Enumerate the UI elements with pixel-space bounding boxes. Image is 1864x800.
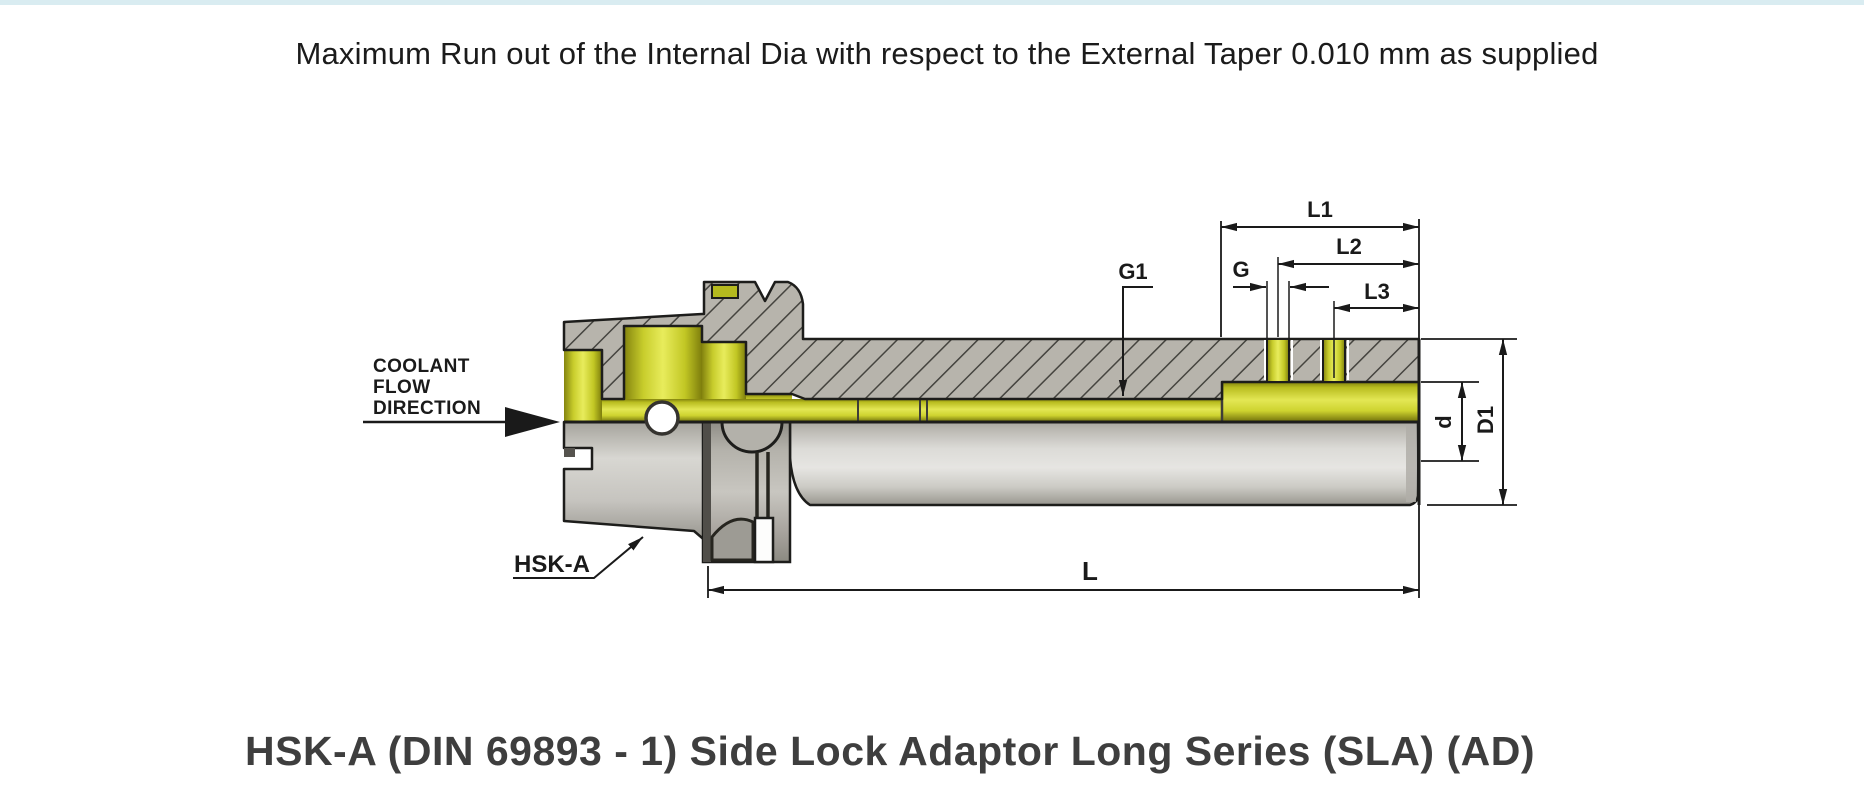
product-title: HSK-A (DIN 69893 - 1) Side Lock Adaptor …: [244, 728, 1535, 774]
top-accent-bar: [0, 0, 1864, 5]
adaptor-body-exterior: [788, 420, 1420, 507]
shank-leader-line: [513, 536, 644, 579]
coolant-port-plug: [711, 284, 739, 299]
coolant-flow-line1: COOLANT: [373, 356, 470, 377]
exterior-lower-half: [562, 420, 1420, 564]
coolant-tube: [602, 399, 1222, 422]
coolant-flow-line2: FLOW: [373, 377, 431, 398]
hsk-shank-exterior: [562, 420, 710, 545]
dim-d1-label: D1: [1473, 406, 1498, 434]
flange-face-shadow: [703, 423, 711, 562]
section-upper-half: [562, 280, 1421, 422]
coolant-arrow-head: [505, 407, 560, 437]
dimensions: [707, 219, 1517, 598]
dim-l2-label: L2: [1336, 234, 1362, 259]
callouts: COOLANT FLOW DIRECTION HSK-A: [363, 356, 644, 579]
dimension-labels: L1 L2 L3 G G1 L d D1: [1082, 197, 1498, 586]
runout-note: Maximum Run out of the Internal Dia with…: [295, 36, 1599, 71]
body-end-shading: [1406, 425, 1416, 502]
callout-g1-label: G1: [1118, 259, 1147, 284]
sectioned-steel-wall: [562, 280, 1421, 401]
tool-clamp-bore: [1222, 382, 1419, 422]
dim-d-label: d: [1431, 415, 1456, 428]
dim-l-label: L: [1082, 556, 1098, 586]
dim-l3-label: L3: [1364, 279, 1390, 304]
shank-notch-shadow: [564, 448, 575, 457]
gripper-slot: [753, 516, 775, 564]
coolant-flow-line3: DIRECTION: [373, 398, 481, 419]
gripper-recess: [710, 517, 755, 562]
leader-line-g1: [1118, 286, 1153, 396]
side-lock-screw-1: [1266, 338, 1290, 383]
dim-l1-label: L1: [1307, 197, 1333, 222]
coolant-face-cavity: [564, 350, 602, 422]
flange-ball-groove: [720, 420, 784, 454]
shank-type-label: HSK-A: [514, 551, 590, 578]
dim-g-label: G: [1232, 257, 1249, 282]
drive-slot-hole: [644, 400, 680, 436]
